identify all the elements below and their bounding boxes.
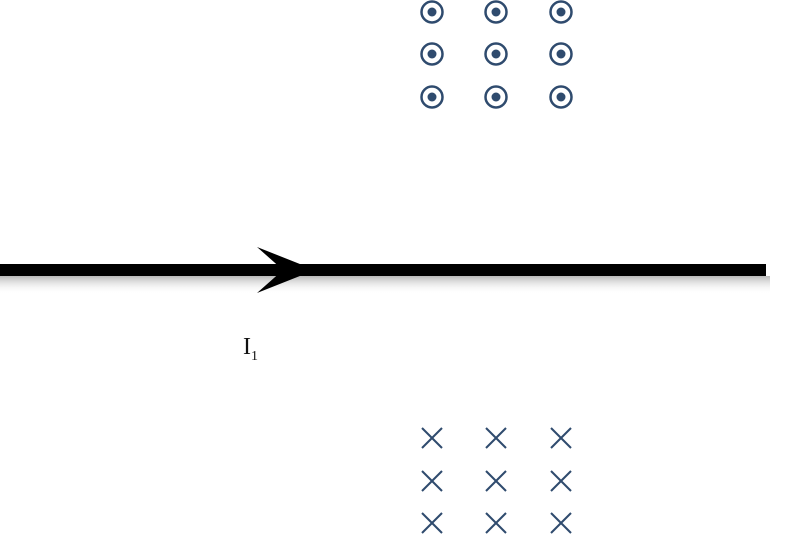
- field-dot-icon: [484, 85, 508, 109]
- field-dot-icon: [420, 0, 444, 24]
- field-dot-icon: [549, 0, 573, 24]
- field-dot-icon: [420, 85, 444, 109]
- field-cross-icon: [550, 470, 572, 492]
- wire-shadow: [0, 276, 770, 294]
- current-direction-arrow-icon: [257, 247, 315, 293]
- field-cross-icon: [550, 512, 572, 534]
- field-dot-icon: [549, 42, 573, 66]
- current-wire: [0, 264, 766, 276]
- field-cross-icon: [421, 427, 443, 449]
- field-cross-icon: [485, 470, 507, 492]
- field-dot-icon: [420, 42, 444, 66]
- current-label: I1: [243, 334, 258, 364]
- field-cross-icon: [485, 512, 507, 534]
- field-into-page-group: [421, 427, 572, 534]
- field-cross-icon: [421, 470, 443, 492]
- field-cross-icon: [421, 512, 443, 534]
- field-dot-icon: [484, 42, 508, 66]
- field-dot-icon: [484, 0, 508, 24]
- field-cross-icon: [485, 427, 507, 449]
- field-out-of-page-group: [420, 0, 573, 109]
- field-dot-icon: [549, 85, 573, 109]
- field-cross-icon: [550, 427, 572, 449]
